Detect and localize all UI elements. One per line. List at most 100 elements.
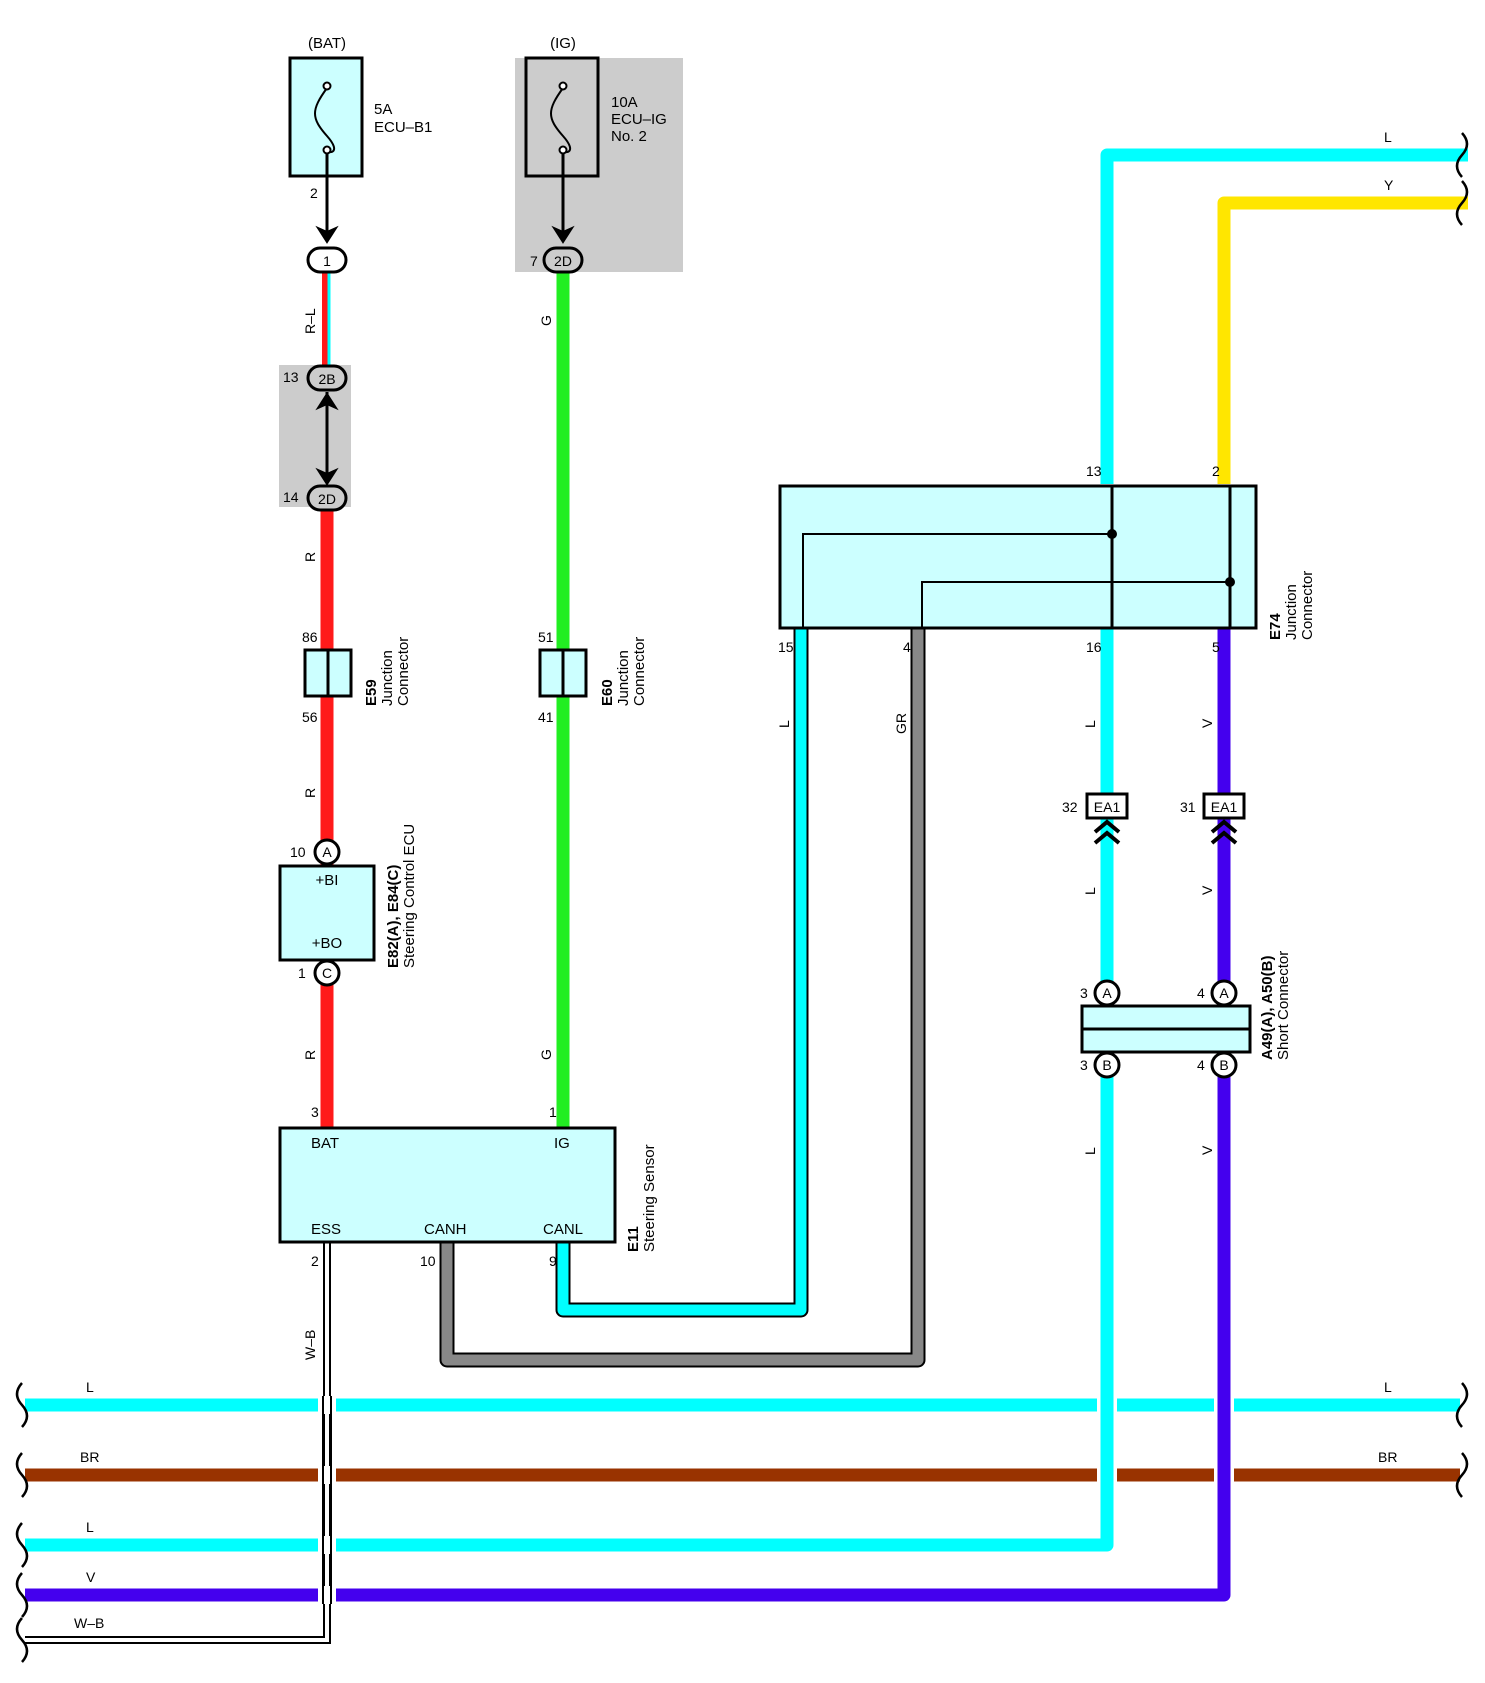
connector-2d-left-pin: 14: [283, 489, 299, 505]
steering-control-ecu: [278, 864, 376, 962]
a49-pin-a4: 4: [1197, 985, 1205, 1001]
sensor-pin-ess: 2: [311, 1253, 319, 1269]
wire-label-l: L: [1384, 129, 1392, 145]
sensor-code: E11: [625, 1226, 642, 1252]
wire-label-v: V: [1199, 718, 1215, 728]
ea1-right: [1202, 792, 1246, 820]
e60-pin-bottom: 41: [538, 709, 554, 725]
svg-text:B: B: [1219, 1057, 1228, 1073]
connector-2d-left: [306, 484, 348, 512]
wire-label-r: R: [302, 552, 318, 562]
e59-code: E59: [363, 679, 380, 706]
ecu-name: Steering Control ECU: [401, 824, 418, 968]
connector-2d-ig-pin: 7: [530, 253, 538, 269]
wire-label-gr: GR: [893, 713, 909, 734]
a49-code: A49(A), A50(B): [1259, 956, 1276, 1060]
break-mark-bus-l-right: [1455, 1382, 1469, 1428]
wire-label-r-l: R–L: [302, 308, 318, 334]
connector-1: [306, 246, 348, 274]
a49-pin-b3: 3: [1080, 1057, 1088, 1073]
svg-text:A: A: [322, 844, 332, 860]
ig-fuse-name: ECU–IG: [611, 111, 667, 128]
ecu-pin-out: 1: [298, 965, 306, 981]
arrow-down-icon: [551, 225, 575, 244]
arrow-down-icon: [315, 467, 339, 486]
chevron-up-icon: [1093, 819, 1121, 845]
wire-label-l: L: [86, 1519, 94, 1535]
connector-2b-pin: 13: [283, 369, 299, 385]
wire-w-b: [25, 1240, 331, 1644]
e59-pin-top: 86: [302, 629, 318, 645]
ea1-left-pin: 32: [1062, 799, 1078, 815]
e60-name1: Junction: [615, 650, 632, 706]
e74-name2: Connector: [1299, 571, 1316, 640]
sensor-pin-bat: 3: [311, 1104, 319, 1120]
svg-text:EA1: EA1: [1211, 799, 1238, 815]
ecu-pin-in: 10: [290, 844, 306, 860]
ig-fuse-name2: No. 2: [611, 128, 647, 145]
e60-pin-top: 51: [538, 629, 554, 645]
svg-text:A: A: [1219, 985, 1229, 1001]
e74-splice-dot: [1225, 577, 1235, 587]
ecu-term-out: +BO: [312, 935, 342, 952]
e60-code: E60: [599, 679, 616, 706]
wire-label-br: BR: [80, 1449, 99, 1465]
e74-code: E74: [1267, 613, 1284, 640]
wire-canh-gr: [439, 625, 926, 1368]
wire-label-v: V: [86, 1569, 96, 1585]
connector-2b: [306, 364, 348, 392]
ea1-right-pin: 31: [1180, 799, 1196, 815]
arrow-up-icon: [315, 392, 339, 411]
e74-name1: Junction: [1283, 584, 1300, 640]
wire-label-l: L: [776, 720, 792, 728]
break-mark-bus-v-left: [15, 1572, 29, 1618]
bat-supply-label: (BAT): [308, 35, 346, 52]
e59-name2: Connector: [395, 637, 412, 706]
a49-pin-b4: 4: [1197, 1057, 1205, 1073]
sensor-name: Steering Sensor: [641, 1144, 658, 1252]
a49-conn-b-left: [1093, 1051, 1121, 1079]
break-mark-bus-l-left: [15, 1382, 29, 1428]
wire-label-r: R: [302, 788, 318, 798]
ecu-conn-a: [313, 838, 341, 866]
arrow-down-icon: [315, 225, 339, 244]
sensor-term-canl: CANL: [543, 1221, 583, 1238]
break-mark-y-top: [1455, 180, 1469, 226]
wire-label-l: L: [86, 1379, 94, 1395]
svg-text:B: B: [1102, 1057, 1111, 1073]
e60-name2: Connector: [631, 637, 648, 706]
wire-label-w-b: W–B: [74, 1615, 104, 1631]
svg-text:A: A: [1102, 985, 1112, 1001]
connector-2d-ig: [542, 246, 584, 274]
e74-pin-15: 15: [778, 639, 794, 655]
break-mark-bus-l2-left: [15, 1522, 29, 1568]
a49-pin-a3: 3: [1080, 985, 1088, 1001]
wire-label-v: V: [1199, 1145, 1215, 1155]
a49-name: Short Connector: [1275, 951, 1292, 1060]
svg-text:C: C: [322, 965, 332, 981]
e74-pin-2: 2: [1212, 463, 1220, 479]
steering-sensor: [278, 1126, 617, 1244]
wire-label-r: R: [302, 1050, 318, 1060]
ig-supply-label: (IG): [550, 35, 576, 52]
e74-pin-5: 5: [1212, 639, 1220, 655]
break-mark-bus-br-left: [15, 1452, 29, 1498]
break-mark-l-top: [1455, 132, 1469, 178]
wire-l-right: [25, 625, 1114, 1552]
e74-splice-dot: [1107, 529, 1117, 539]
bat-fuse-name: ECU–B1: [374, 119, 432, 136]
sensor-pin-ig: 1: [549, 1104, 557, 1120]
svg-text:2B: 2B: [318, 371, 335, 387]
e74-pin-16: 16: [1086, 639, 1102, 655]
sensor-pin-canh: 10: [420, 1253, 436, 1269]
break-mark-bus-wb-left: [15, 1617, 29, 1663]
e59-name1: Junction: [379, 650, 396, 706]
ecu-code: E82(A), E84(C): [385, 865, 402, 968]
wire-label-br: BR: [1378, 1449, 1397, 1465]
ecu-conn-c: [313, 959, 341, 987]
sensor-term-canh: CANH: [424, 1221, 467, 1238]
wire-label-w-b: W–B: [302, 1330, 318, 1360]
wire-label-l: L: [1082, 1147, 1098, 1155]
a49-conn-b-right: [1210, 1051, 1238, 1079]
